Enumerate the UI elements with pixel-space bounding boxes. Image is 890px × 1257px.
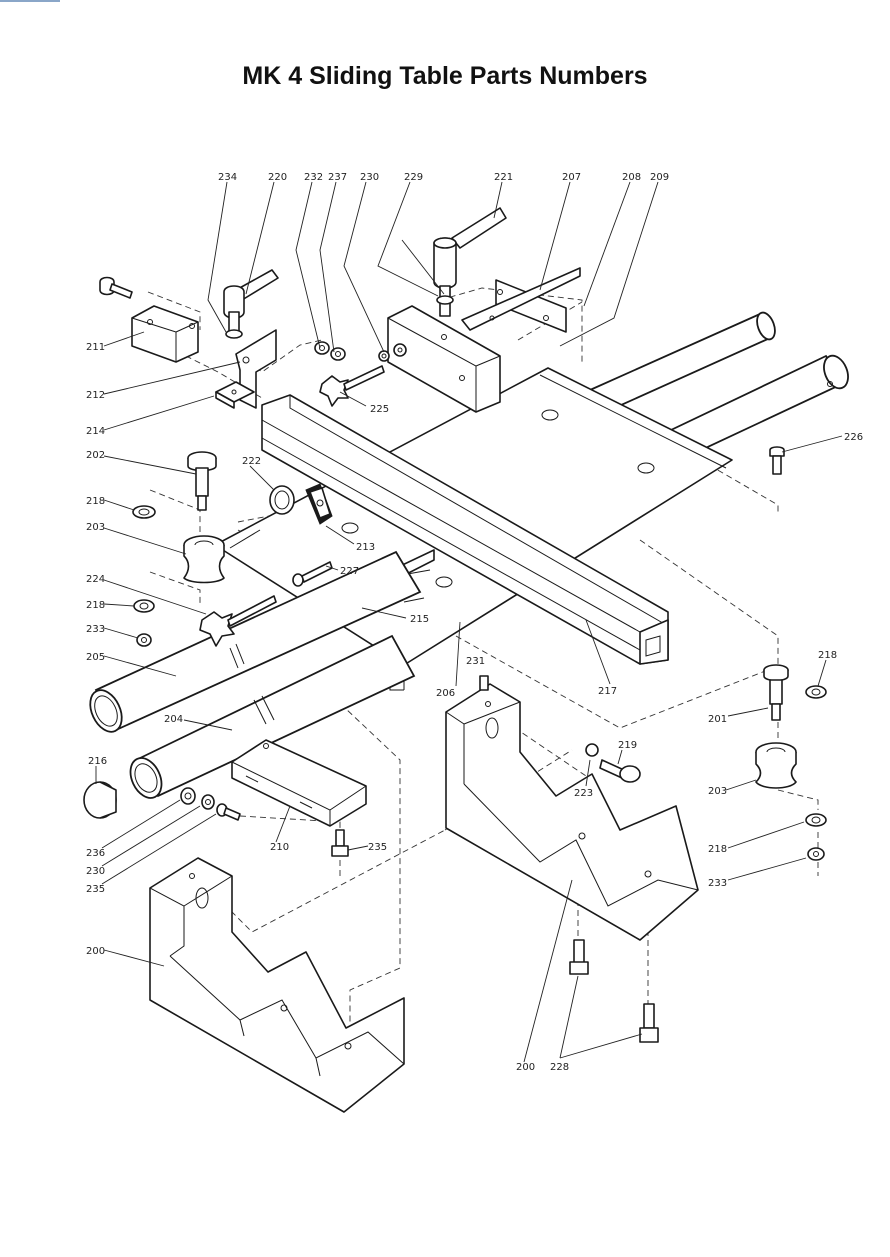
label-226: 226	[844, 432, 863, 443]
washers-232-237-230	[314, 341, 407, 362]
label-235-1: 235	[368, 842, 387, 853]
stop-plate-207	[461, 267, 581, 333]
label-207: 207	[562, 172, 581, 183]
label-221: 221	[494, 172, 513, 183]
label-227: 227	[340, 566, 359, 577]
washer-218-left	[132, 505, 156, 647]
label-222: 222	[242, 456, 261, 467]
label-201: 201	[708, 714, 727, 725]
bracket-211	[131, 305, 199, 363]
label-218-1: 218	[86, 496, 105, 507]
label-203-2: 203	[708, 786, 727, 797]
clamp-block-229	[387, 305, 501, 413]
label-225: 225	[370, 404, 389, 415]
right-side-hardware	[479, 446, 827, 1043]
fence-extrusion-217	[261, 394, 669, 665]
label-229: 229	[404, 172, 423, 183]
label-232: 232	[304, 172, 323, 183]
label-210: 210	[270, 842, 289, 853]
label-211: 211	[86, 342, 105, 353]
label-230-2: 230	[86, 866, 105, 877]
scan-edge-mark	[0, 0, 60, 2]
label-203-1: 203	[86, 522, 105, 533]
label-205: 205	[86, 652, 105, 663]
label-202: 202	[86, 450, 105, 461]
label-215: 215	[410, 614, 429, 625]
label-216: 216	[88, 756, 107, 767]
plate-210	[231, 739, 367, 827]
label-219: 219	[618, 740, 637, 751]
label-218-3: 218	[818, 650, 837, 661]
wheel-222	[269, 485, 295, 515]
label-233-2: 233	[708, 878, 727, 889]
star-knob-225	[319, 365, 385, 407]
label-212: 212	[86, 390, 105, 401]
label-231: 231	[466, 656, 485, 667]
bolt-top-left	[99, 276, 133, 299]
page-title: MK 4 Sliding Table Parts Numbers	[242, 62, 648, 90]
label-200-1: 200	[86, 946, 105, 957]
label-214: 214	[86, 426, 105, 437]
lever-handle-221	[433, 207, 507, 317]
label-209: 209	[650, 172, 669, 183]
part-labels: 234 220 232 237 230 229 221 207 208 209 …	[86, 172, 863, 1073]
label-213: 213	[356, 542, 375, 553]
block-213	[305, 483, 333, 525]
pin-202	[187, 451, 217, 511]
label-236: 236	[86, 848, 105, 859]
bolt-235	[331, 829, 349, 857]
small-block-214	[215, 381, 255, 409]
base-200-right	[445, 683, 699, 941]
knob-224	[199, 595, 277, 647]
label-218-2: 218	[86, 600, 105, 611]
label-217: 217	[598, 686, 617, 697]
base-200-left	[149, 857, 405, 1113]
roller-203-left	[183, 535, 225, 584]
front-tubes	[89, 550, 422, 799]
label-200-2: 200	[516, 1062, 535, 1073]
label-218-4: 218	[708, 844, 727, 855]
label-206: 206	[436, 688, 455, 699]
fasteners-236-230-235	[180, 787, 241, 821]
assembly-dash-lines	[147, 287, 819, 1030]
label-223: 223	[574, 788, 593, 799]
label-208: 208	[622, 172, 641, 183]
label-237: 237	[328, 172, 347, 183]
label-224: 224	[86, 574, 105, 585]
label-230: 230	[360, 172, 379, 183]
lever-handle-220	[223, 269, 279, 339]
label-234: 234	[218, 172, 237, 183]
leader-lines	[95, 181, 843, 1063]
label-204: 204	[164, 714, 183, 725]
label-233-1: 233	[86, 624, 105, 635]
label-228: 228	[550, 1062, 569, 1073]
label-235-2: 235	[86, 884, 105, 895]
end-cap-216	[83, 781, 117, 819]
label-220: 220	[268, 172, 287, 183]
